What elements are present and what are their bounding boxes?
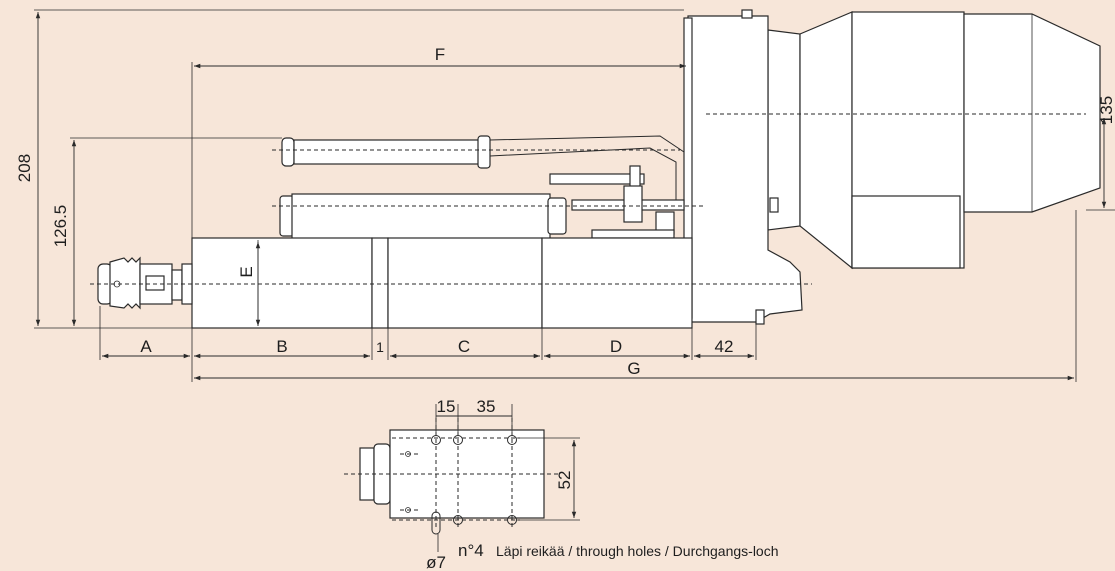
spindle-body: [191, 237, 693, 329]
gearbox-housing: [683, 9, 803, 325]
dim-label-G: G: [627, 359, 640, 378]
dim-label-135: 135: [1097, 96, 1115, 124]
hole-diameter-label: ø7: [426, 553, 446, 571]
dim-label-208: 208: [15, 154, 34, 182]
drill-chuck: [97, 256, 193, 310]
dim-label-B: B: [276, 337, 287, 356]
flange-detail: [344, 404, 580, 552]
motor: [767, 11, 1101, 270]
pneumatic-cylinder: [279, 185, 685, 241]
through-holes-note: Läpi reikää / through holes / Durchgangs…: [496, 543, 779, 559]
dim-label-D: D: [610, 337, 622, 356]
dimension-lines: [34, 9, 1115, 382]
dim-label-42: 42: [715, 337, 734, 356]
upper-rod-assembly: [281, 135, 685, 202]
dimension-labels: 208 126.5 F E 135 A B 1 C D 42 G: [15, 45, 1115, 378]
dim-label-A: A: [140, 337, 152, 356]
dim-label-35: 35: [477, 397, 496, 416]
hole-count-label: n°4: [458, 541, 484, 560]
dim-label-1: 1: [376, 339, 384, 355]
dim-label-E: E: [237, 266, 256, 277]
dim-label-C: C: [458, 337, 470, 356]
flange-labels: 15 35 52 ø7 n°4 Läpi reikää / through ho…: [426, 397, 778, 571]
dim-label-15: 15: [437, 397, 456, 416]
dim-label-F: F: [435, 45, 445, 64]
dim-label-126-5: 126.5: [51, 205, 70, 248]
center-lines: [90, 113, 1086, 285]
dim-label-52: 52: [555, 471, 574, 490]
